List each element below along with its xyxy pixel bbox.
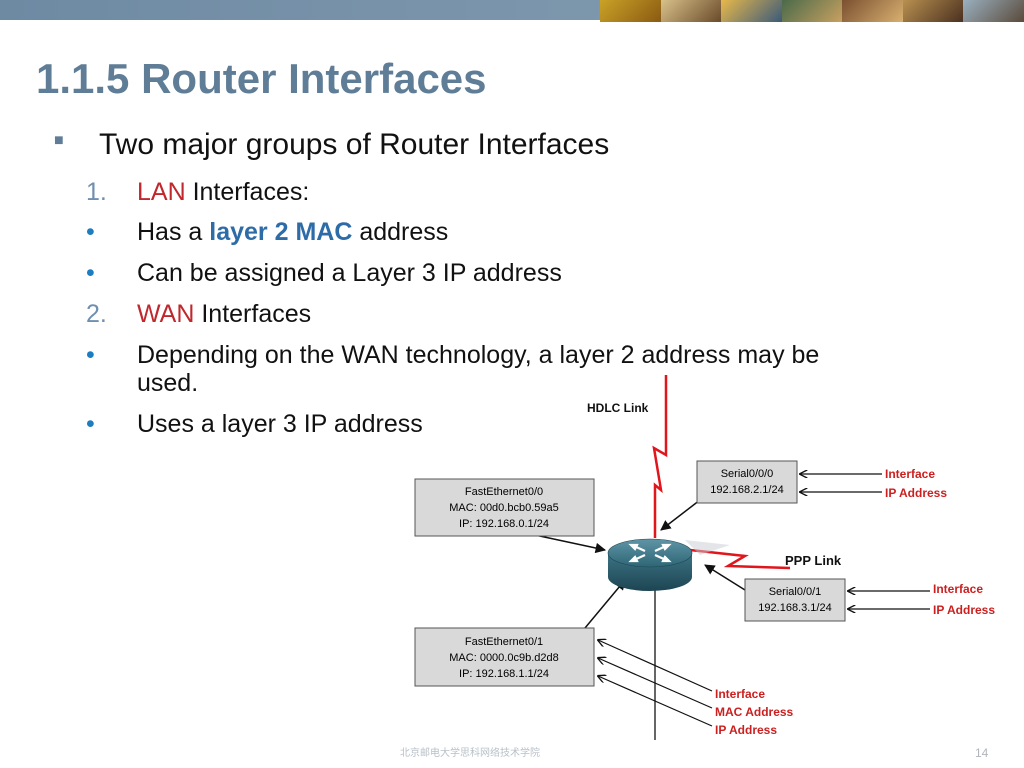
dot-bullet-icon: • xyxy=(86,341,95,369)
s001-name: Serial0/0/1 xyxy=(769,586,822,598)
lan-rest: Interfaces: xyxy=(185,178,310,206)
dot-bullet-icon: • xyxy=(86,218,95,246)
s000-name: Serial0/0/0 xyxy=(721,468,774,480)
fe1-ip: IP: 192.168.1.1/24 xyxy=(459,668,549,680)
fe0-mac: MAC: 00d0.bcb0.59a5 xyxy=(449,502,558,514)
fe1-connector xyxy=(584,579,626,629)
s000-interface-label: Interface xyxy=(885,467,935,481)
lan-mac-bold: layer 2 MAC xyxy=(209,218,353,246)
fe0-connector xyxy=(534,534,607,554)
fe1-interface-arrow xyxy=(598,640,713,692)
wan-ip-text: Uses a layer 3 IP address xyxy=(137,410,423,438)
lan-mac-pre: Has a xyxy=(137,218,210,246)
footer-institution: 北京邮电大学思科网络技术学院 xyxy=(400,748,540,759)
page-number: 14 xyxy=(975,746,989,760)
lan-label: LAN xyxy=(137,178,186,206)
square-bullet-icon: ■ xyxy=(54,132,64,149)
router-icon xyxy=(607,538,693,591)
fe0-name: FastEthernet0/0 xyxy=(465,486,543,498)
s000-ip: 192.168.2.1/24 xyxy=(710,484,783,496)
lan-ip-text: Can be assigned a Layer 3 IP address xyxy=(137,259,562,287)
fe0-ip: IP: 192.168.0.1/24 xyxy=(459,518,549,530)
wan-layer2-line2: used. xyxy=(137,369,199,397)
hdlc-link-bolt xyxy=(652,375,668,538)
s001-ip: 192.168.3.1/24 xyxy=(758,602,831,614)
lan-mac-post: address xyxy=(352,218,449,246)
fe1-mac: MAC: 0000.0c9b.d2d8 xyxy=(449,652,558,664)
bullet-main-text: Two major groups of Router Interfaces xyxy=(99,128,610,161)
wan-layer2-line1: Depending on the WAN technology, a layer… xyxy=(137,341,820,369)
fe1-ip-label: IP Address xyxy=(715,723,777,737)
s001-interface-label: Interface xyxy=(933,582,983,596)
fe0-box: FastEthernet0/0 MAC: 00d0.bcb0.59a5 IP: … xyxy=(414,478,595,537)
dot-bullet-icon: • xyxy=(86,259,95,287)
s001-ip-label: IP Address xyxy=(933,603,995,617)
s000-connector xyxy=(660,499,701,531)
header-photo-strip xyxy=(600,0,1024,22)
s001-box: Serial0/0/1 192.168.3.1/24 xyxy=(744,578,846,622)
s000-ip-label: IP Address xyxy=(885,486,947,500)
dot-bullet-icon: • xyxy=(86,410,95,438)
fe1-ip-arrow xyxy=(598,676,713,727)
wan-label: WAN xyxy=(137,300,195,328)
s000-box: Serial0/0/0 192.168.2.1/24 xyxy=(696,460,798,504)
fe1-name: FastEthernet0/1 xyxy=(465,636,543,648)
wan-rest: Interfaces xyxy=(194,300,312,328)
fe1-interface-label: Interface xyxy=(715,687,765,701)
item-wan-number: 2. xyxy=(86,300,107,328)
fe1-box: FastEthernet0/1 MAC: 0000.0c9b.d2d8 IP: … xyxy=(414,627,595,687)
page-title: 1.1.5 Router Interfaces xyxy=(36,55,487,102)
fe1-mac-label: MAC Address xyxy=(715,705,794,719)
ppp-link-label: PPP Link xyxy=(785,553,842,568)
hdlc-link-label: HDLC Link xyxy=(587,401,649,415)
ppp-link-shadow xyxy=(685,540,730,555)
s001-connector xyxy=(704,564,746,591)
ppp-link-bolt xyxy=(689,548,791,570)
item-lan-number: 1. xyxy=(86,178,107,206)
fe1-mac-arrow xyxy=(598,658,713,709)
